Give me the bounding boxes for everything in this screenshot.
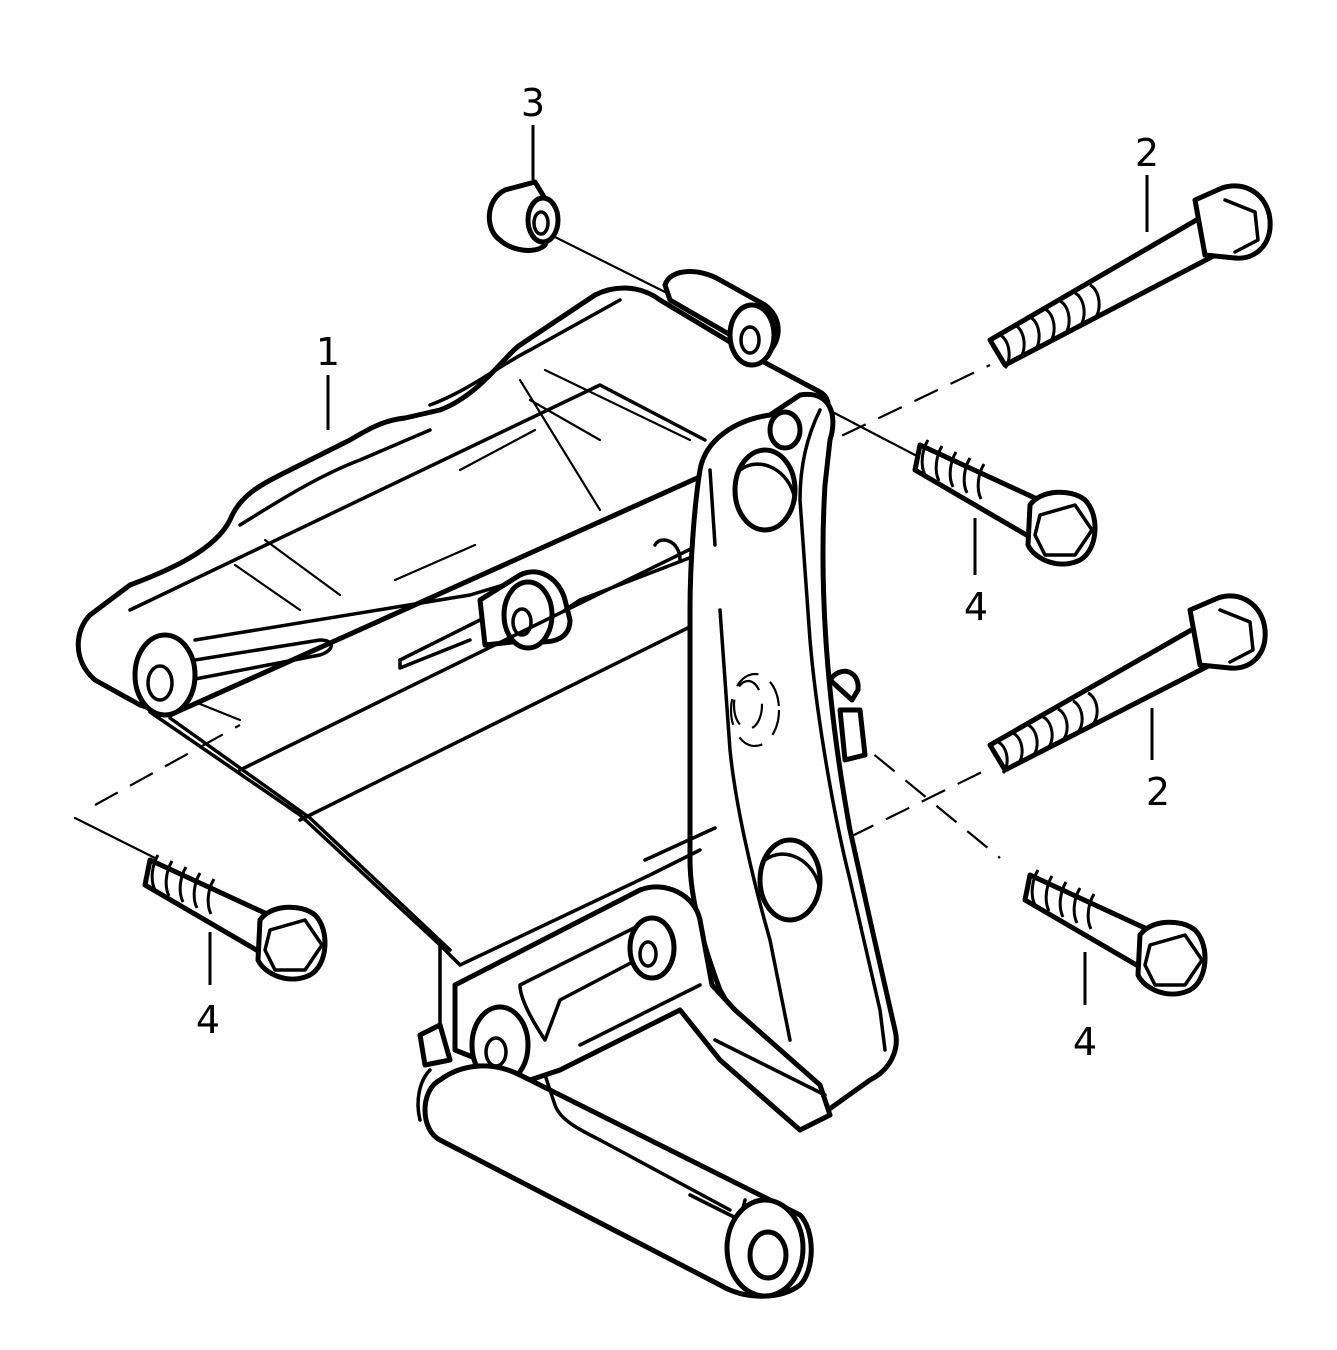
short-bolt-part-4-left — [142, 854, 328, 982]
callout-leaders — [208, 125, 1154, 1005]
short-bolt-part-4-right — [1022, 869, 1208, 997]
bracket-part-1 — [75, 285, 899, 1299]
callout-2-lower: 2 — [1146, 770, 1170, 814]
callout-4-upper: 4 — [964, 585, 988, 629]
callout-4-left: 4 — [196, 998, 220, 1042]
sleeve-part-3-upper-mount — [662, 269, 781, 368]
callout-3: 3 — [521, 81, 545, 125]
sleeve-part-3 — [486, 179, 561, 253]
long-bolt-part-2-lower — [987, 593, 1268, 774]
callout-labels: 1 2 2 3 4 4 4 — [196, 81, 1170, 1064]
short-bolt-part-4-upper — [912, 439, 1098, 567]
long-bolt-part-2-upper — [987, 183, 1273, 369]
callout-4-right: 4 — [1073, 1020, 1097, 1064]
callout-1: 1 — [316, 330, 340, 374]
callout-2-upper: 2 — [1135, 131, 1159, 175]
